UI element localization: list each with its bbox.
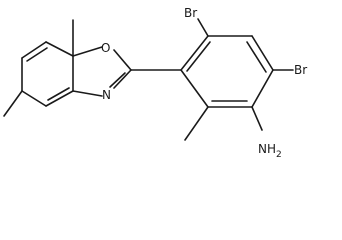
bond-n-c (72, 90, 103, 97)
benzene-ring-right (180, 35, 274, 108)
bond (251, 69, 274, 108)
bromine-top-label: Br (184, 6, 197, 20)
bond (251, 35, 274, 71)
bond (45, 41, 74, 57)
oxazole-ring (72, 46, 132, 97)
amine-label: NH2 (258, 142, 282, 160)
bond-double-inner (26, 47, 48, 62)
benzene-ring-left (21, 41, 74, 107)
bromine-right-label: Br (294, 63, 307, 77)
bond-c-n-double (109, 72, 126, 88)
bond-double-inner (246, 41, 267, 73)
bond-o-c (113, 49, 132, 71)
amine-main: NH (258, 142, 276, 156)
bond (45, 90, 74, 107)
bond-double-inner (186, 41, 211, 72)
bond-nh2 (251, 106, 263, 131)
nitrogen-label: N (102, 88, 111, 102)
bond-c-n (113, 69, 132, 89)
oxygen-label: O (101, 41, 110, 55)
bond (180, 35, 209, 71)
bond-br-top (197, 18, 209, 37)
methyl-bond-left (3, 90, 23, 117)
structure-canvas: O N Br Br NH2 (3, 6, 308, 160)
methyl-bond-bottom (184, 106, 209, 141)
amine-subscript: 2 (276, 150, 282, 160)
bond (21, 41, 47, 59)
bond (21, 90, 47, 107)
bond (180, 69, 209, 108)
chemical-structure: O N Br Br NH2 (3, 6, 307, 160)
bond-c-o (72, 46, 103, 57)
bond-double-inner (47, 87, 70, 101)
